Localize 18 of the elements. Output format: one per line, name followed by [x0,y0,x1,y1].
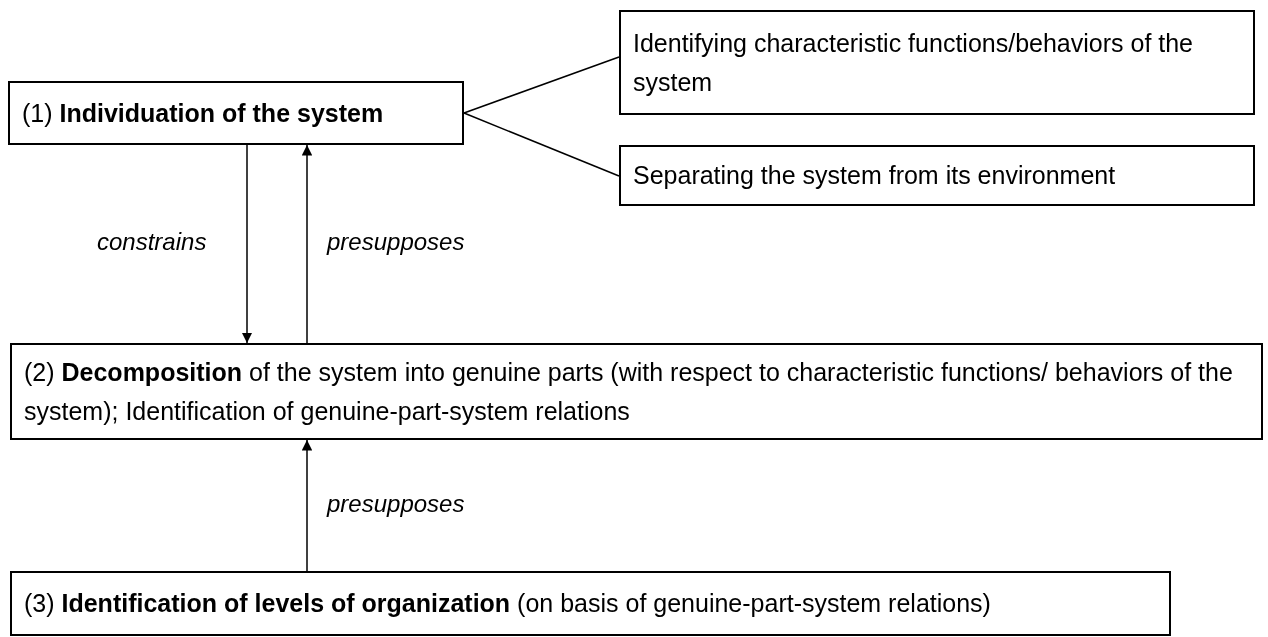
arrow [301,144,313,344]
box-text: (2) Decomposition of the system into genuine parts (with respect to characteristic functions/ behaviors of the system); Identification of genuine-part-system relations [24,356,1234,427]
text-box [10,571,1171,636]
box-text: Separating the system from its environment [633,160,1116,192]
arrow [301,439,313,572]
text-box [619,10,1255,115]
connector-line [463,112,620,177]
text-box [619,145,1255,206]
text-box [8,81,464,145]
box-text: (1) Individuation of the system [22,97,384,129]
box-text: Identifying characteristic functions/behaviors of the system [633,27,1195,98]
arrow [241,144,253,344]
edge-label: constrains [97,228,207,256]
edge-label: presupposes [327,228,465,256]
edge-label: presupposes [327,489,465,518]
connector-line [463,56,620,114]
box-text: (3) Identification of levels of organization (on basis of genuine-part-system relations) [24,588,991,620]
text-box [10,343,1263,440]
